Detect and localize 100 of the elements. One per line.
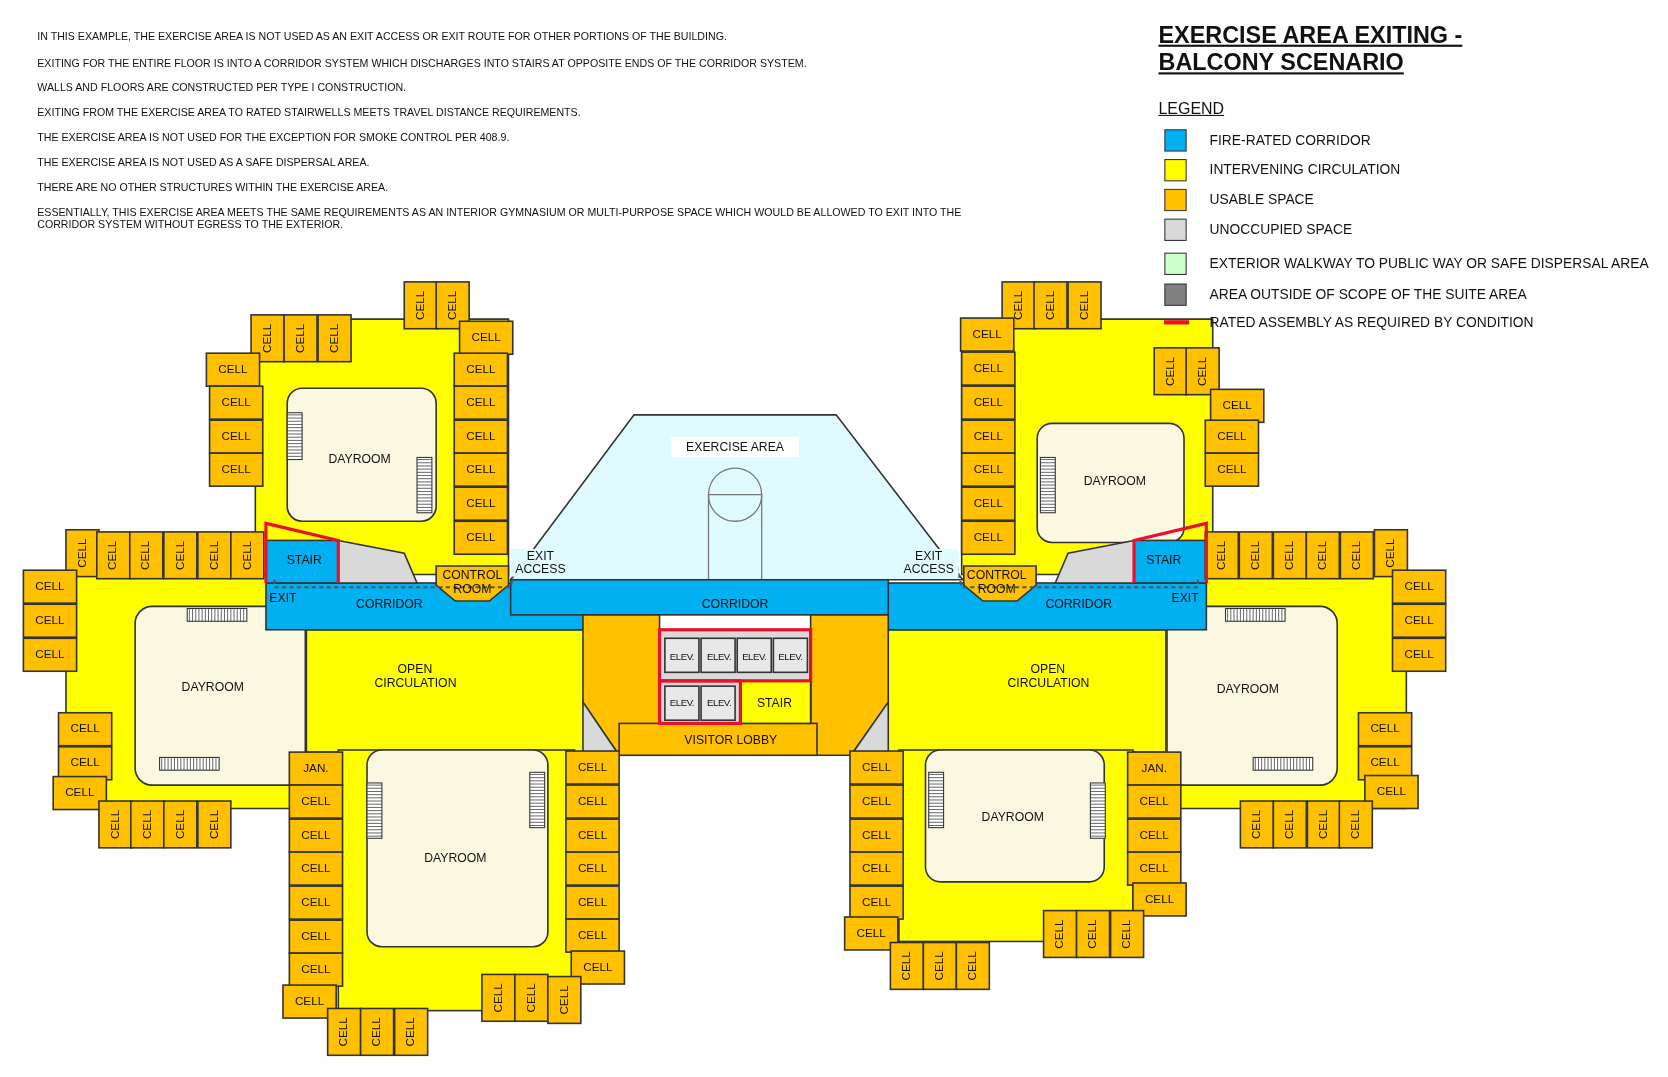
cell-room-label: CELL	[327, 323, 341, 353]
cell-room-label: CELL	[973, 361, 1003, 375]
cell-room-label: CELL	[471, 330, 501, 345]
cell-room-label: CELL	[932, 951, 947, 981]
note-text: THE EXERCISE AREA IS NOT USED FOR THE EXCEPTION FOR SMOKE CONTROL PER 408.9.	[37, 131, 510, 144]
cell-room-label: CELL	[861, 760, 892, 774]
cell-room-label: CELL	[1052, 919, 1067, 949]
cell-room-label: CELL	[577, 895, 608, 909]
cell-room-label: CELL	[1282, 809, 1297, 840]
cell-room-label: CELL	[1282, 540, 1297, 570]
legend-text: UNOCCUPIED SPACE	[1209, 221, 1353, 238]
cell-room-label: CELL	[861, 861, 892, 875]
room-label: CORRIDOR	[1045, 597, 1112, 612]
cell-room-label: CELL	[1119, 919, 1134, 949]
cell-room-label: CELL	[221, 395, 251, 410]
cell-room-label: CELL	[206, 809, 221, 840]
legend-text: USABLE SPACE	[1209, 191, 1314, 208]
cell-room-label: CELL	[445, 290, 459, 320]
note-text: EXITING FOR THE ENTIRE FLOOR IS INTO A CORRIDOR SYSTEM WHICH DISCHARGES INTO STAIRS AT OPPOSITE ENDS OF THE CORRIDOR SYSTEM.	[37, 57, 807, 70]
cell-room-label: CELL	[1349, 540, 1364, 570]
cell-room-label: CELL	[1214, 540, 1229, 570]
cell-room-label: CELL	[35, 647, 65, 662]
legend-text: FIRE-RATED CORRIDOR	[1209, 131, 1371, 148]
cell-room-label: CELL	[577, 760, 608, 774]
cell-room-label: CELL	[35, 613, 65, 628]
cell-room-label: CELL	[466, 429, 496, 444]
room-label: EXERCISE AREA	[671, 436, 799, 457]
cell-room-label: CELL	[1376, 784, 1407, 799]
cell-room-label: CELL	[1370, 721, 1400, 736]
cell-room-label: CELL	[1315, 540, 1330, 570]
cell-room-label: CELL	[973, 429, 1003, 444]
cell-room-label: CELL	[1217, 462, 1247, 477]
room-label: DAYROOM	[981, 810, 1044, 824]
cell-room-label: CELL	[1249, 809, 1264, 840]
cell-room-label: CELL	[973, 496, 1003, 511]
room-label: VISITOR LOBBY	[684, 733, 778, 748]
cell-room-label: CELL	[1077, 290, 1091, 320]
cell-room-label: CELL	[577, 928, 608, 942]
cell-room-label: CELL	[108, 809, 122, 840]
cell-room-label: CELL	[139, 809, 154, 840]
cell-room-label: CELL	[221, 462, 251, 477]
cell-room-label: CELL	[490, 983, 505, 1013]
cell-room-label: CELL	[856, 926, 886, 940]
cell-room-label: CELL	[239, 540, 254, 570]
cell-room-label: CELL	[1316, 809, 1331, 840]
cell-room-label: CELL	[466, 395, 496, 410]
cell-room-label: CELL	[206, 540, 221, 570]
room-label: DAYROOM	[181, 680, 244, 695]
cell-room-label: CELL	[577, 861, 608, 875]
cell-room-label: CELL	[1348, 809, 1363, 840]
cell-room-label: CELL	[336, 1017, 351, 1047]
cell-room-label: CELL	[369, 1017, 384, 1047]
note-text: WALLS AND FLOORS ARE CONSTRUCTED PER TYPE I CONSTRUCTION.	[37, 81, 407, 94]
cell-room-label: CELL	[466, 496, 496, 511]
note-text: THE EXERCISE AREA IS NOT USED AS A SAFE DISPERSAL AREA.	[37, 156, 370, 169]
cell-room-label: CELL	[1404, 613, 1434, 628]
cell-room-label: CELL	[65, 785, 95, 800]
legend-heading: LEGEND	[1158, 98, 1225, 117]
note-text: ESSENTIALLY, THIS EXERCISE AREA MEETS THE SAME REQUIREMENTS AS AN INTERIOR GYMNASIUM OR MULTI-PURPOSE SPACE WHICH WOULD BE ALLOWED TO EXIT INTO THE CORRIDOR SYSTEM WITHOUT EGRESS TO THE EXTERIOR.	[37, 206, 963, 230]
cell-room-label: CELL	[861, 794, 892, 808]
cell-room-label: CELL	[221, 429, 251, 444]
legend-text: EXTERIOR WALKWAY TO PUBLIC WAY OR SAFE DISPERSAL AREA	[1209, 255, 1649, 272]
note-text: IN THIS EXAMPLE, THE EXERCISE AREA IS NOT USED AS AN EXIT ACCESS OR EXIT ROUTE FOR OTHER PORTIONS OF THE BUILDING.	[37, 30, 727, 43]
cell-room-label: CELL	[861, 895, 892, 909]
cell-room-label: CELL	[861, 828, 892, 842]
legend-text: AREA OUTSIDE OF SCOPE OF THE SUITE AREA	[1209, 286, 1527, 303]
diagram-title: EXERCISE AREA EXITING - BALCONY SCENARIO	[1158, 21, 1464, 77]
room-label: STAIR	[286, 553, 322, 568]
cell-room-label: CELL	[466, 462, 496, 477]
room-label: OPEN CIRCULATION	[1007, 662, 1089, 691]
cell-room-label: CELL	[70, 755, 100, 770]
cell-room-label: CELL	[172, 809, 187, 840]
room-label: CONTROL ROOM	[441, 568, 504, 596]
room-label: STAIR	[756, 696, 792, 711]
cell-room-label: CELL	[577, 794, 608, 808]
cell-room-label: CELL	[466, 362, 496, 377]
cell-room-label: CELL	[1144, 892, 1175, 906]
room-label: ELEV.	[707, 650, 732, 665]
cell-room-label: CELL	[1139, 861, 1169, 875]
cell-room-label: CELL	[301, 929, 331, 944]
room-label: CONTROL ROOM	[965, 568, 1028, 596]
cell-room-label: CELL	[1043, 290, 1057, 320]
cell-room-label: CELL	[1217, 429, 1247, 444]
cell-room-label: CELL	[1383, 538, 1398, 568]
room-label: OPEN CIRCULATION	[374, 662, 456, 691]
room-label: ELEV.	[669, 696, 694, 710]
cell-room-label: CELL	[556, 985, 571, 1015]
cell-room-label: CELL	[1163, 356, 1178, 386]
room-label: EXIT	[1171, 590, 1199, 605]
room-label: ELEV.	[742, 650, 767, 665]
cell-room-label: CELL	[466, 530, 496, 545]
cell-room-label: CELL	[583, 960, 613, 974]
cell-room-label: CELL	[218, 362, 248, 377]
cell-room-label: CELL	[1248, 540, 1263, 570]
cell-room-label: CELL	[301, 895, 331, 909]
room-label: DAYROOM	[328, 452, 391, 467]
cell-room-label: CELL	[1195, 356, 1209, 386]
cell-room-label: CELL	[70, 721, 100, 736]
cell-room-label: CELL	[1139, 828, 1169, 842]
cell-room-label: CELL	[1222, 398, 1252, 413]
